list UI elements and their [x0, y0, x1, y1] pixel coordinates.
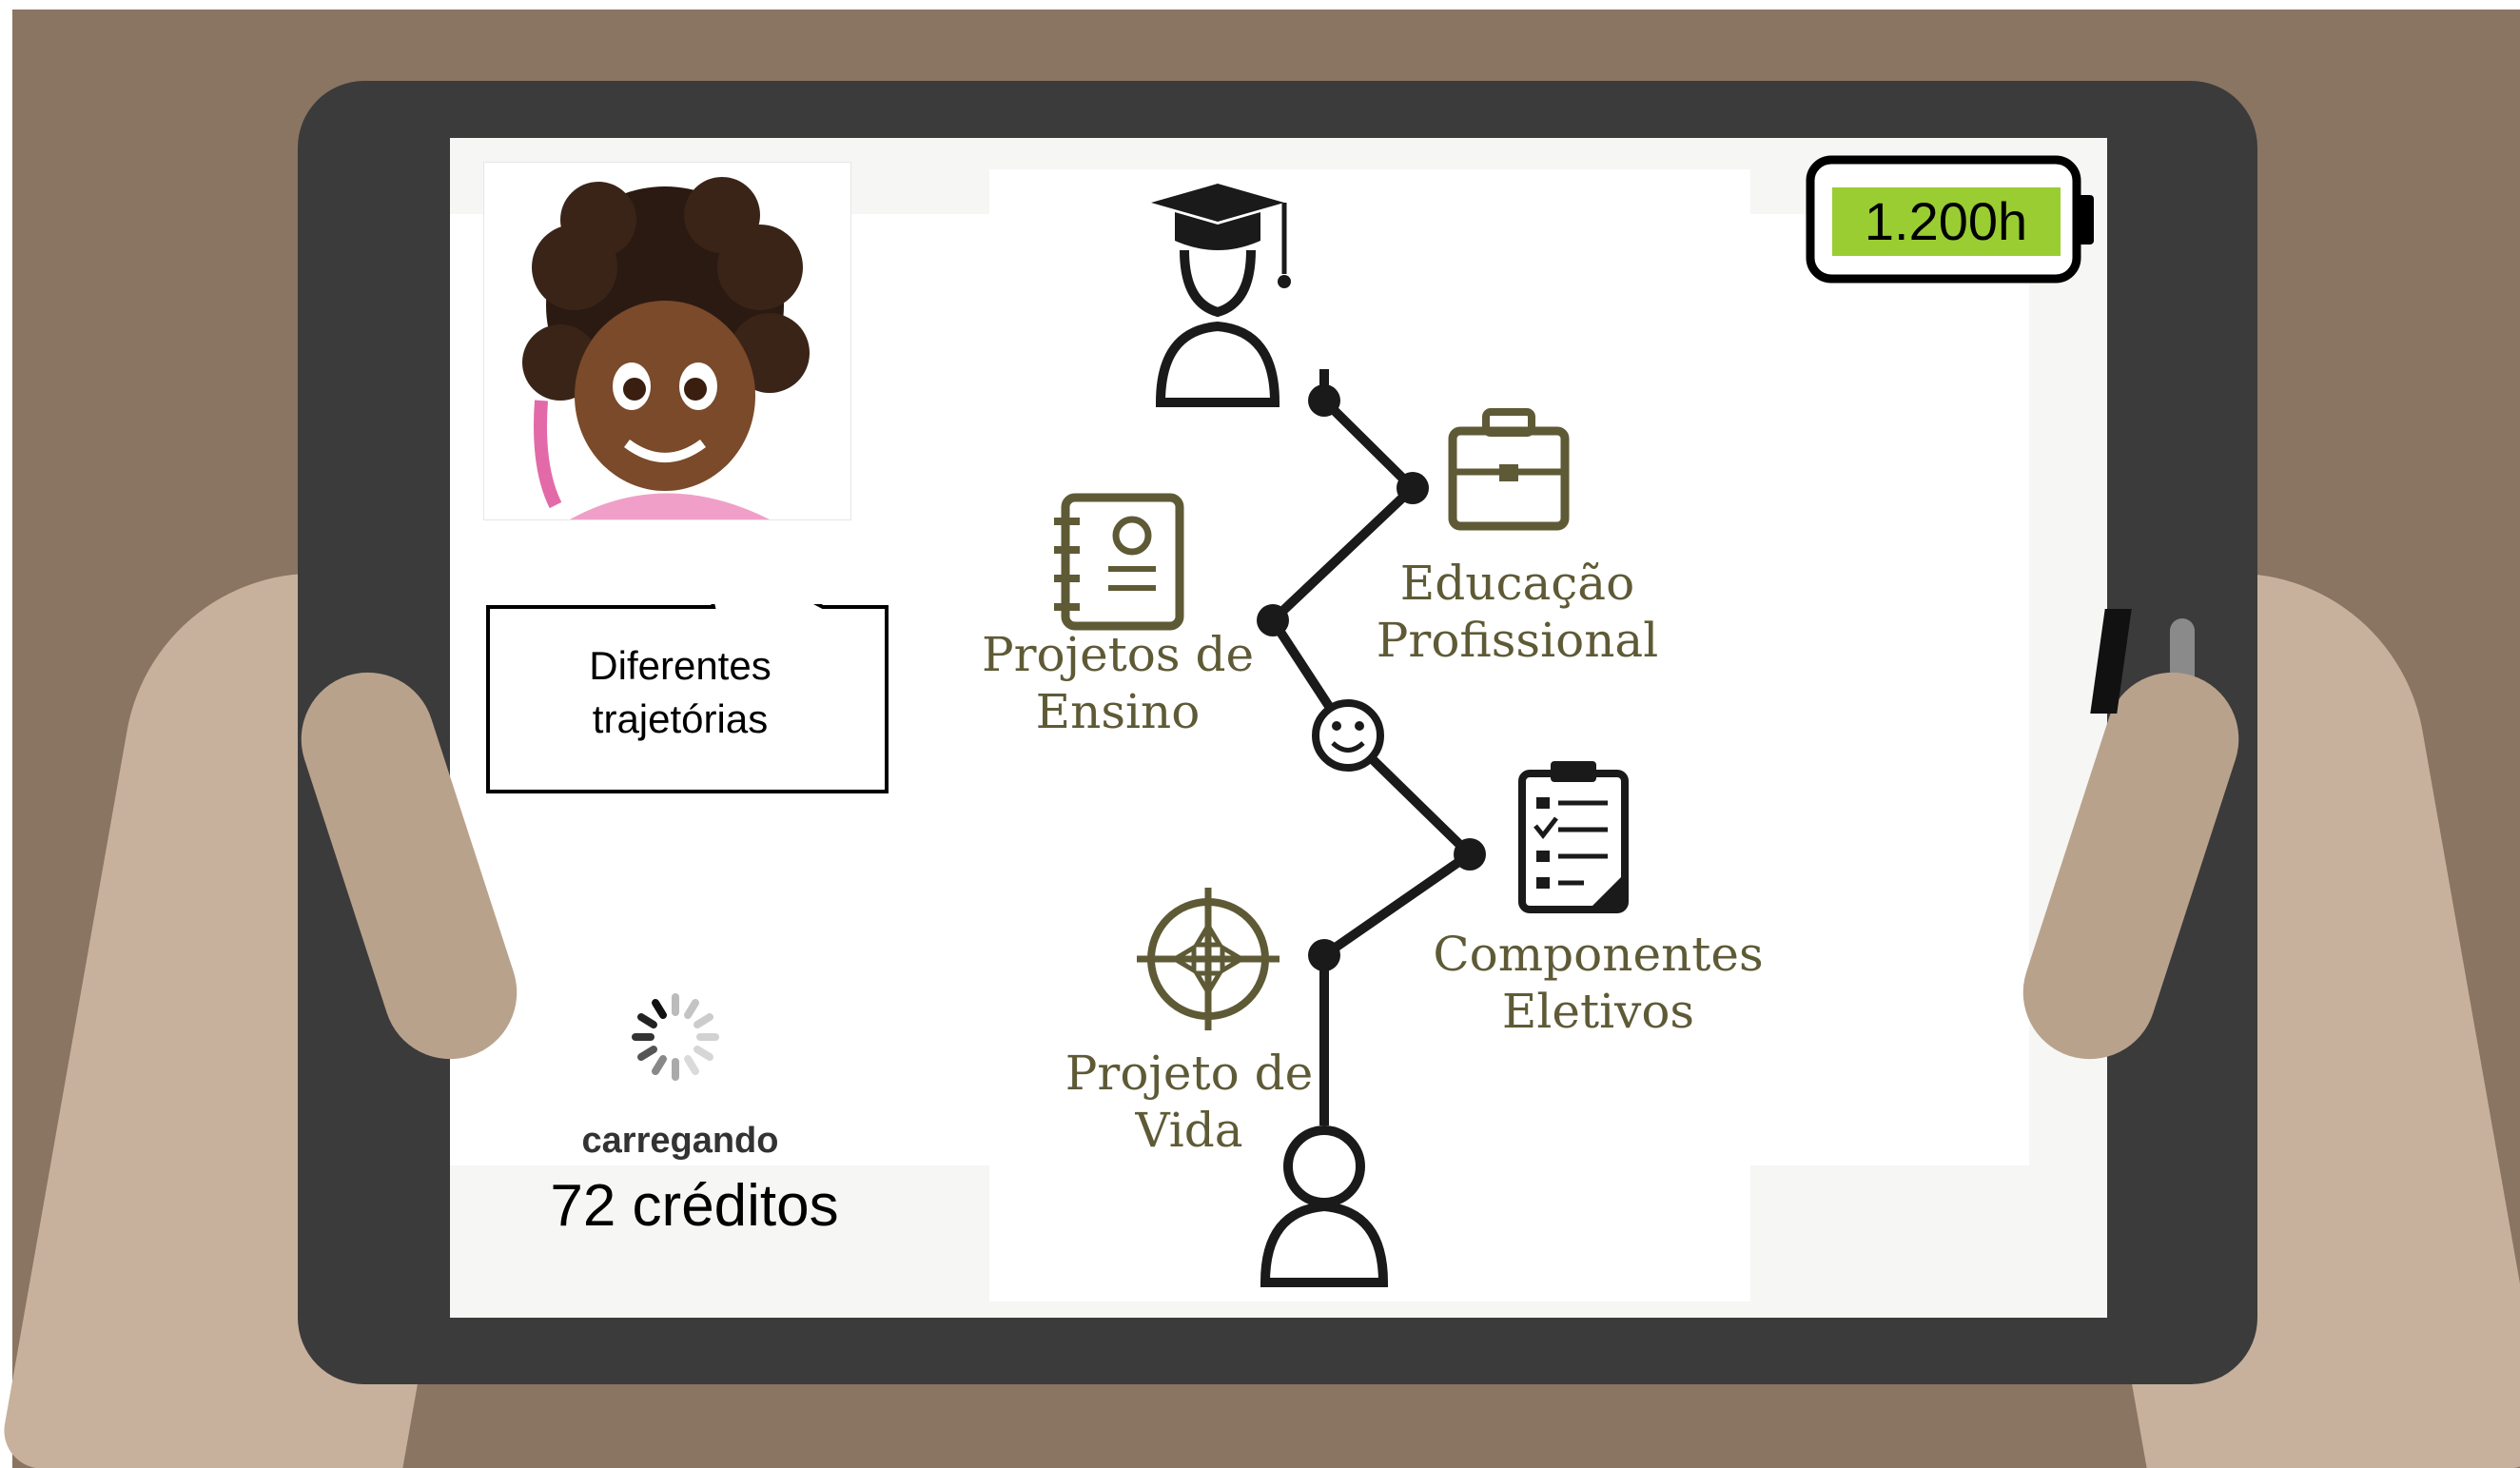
loading-spinner-icon [632, 993, 719, 1081]
path-node [1397, 472, 1429, 504]
graduate-icon [1151, 184, 1291, 407]
avatar [483, 162, 851, 520]
clipboard-checklist-icon [1518, 761, 1629, 913]
credits-label: 72 créditos [550, 1173, 839, 1239]
speech-bubble [486, 604, 889, 793]
frame-left-border [0, 0, 12, 1468]
path-node [1257, 604, 1289, 636]
path-node [1308, 939, 1340, 971]
loading-label: carregando [581, 1121, 779, 1161]
trajectory-path [1054, 184, 1629, 1287]
notebook-icon [1054, 493, 1184, 631]
compass-target-icon [1137, 888, 1280, 1030]
battery-fill [1832, 187, 2061, 256]
battery-label: 1.200h [1864, 191, 2028, 251]
smiley-icon [1312, 699, 1384, 772]
path-node [1308, 384, 1340, 417]
girl-avatar-icon [522, 177, 810, 519]
briefcase-icon [1448, 408, 1570, 531]
battery-icon [1806, 155, 2094, 284]
person-icon [1260, 1125, 1389, 1287]
path-node [1454, 838, 1486, 871]
frame-top-border [0, 0, 2520, 10]
